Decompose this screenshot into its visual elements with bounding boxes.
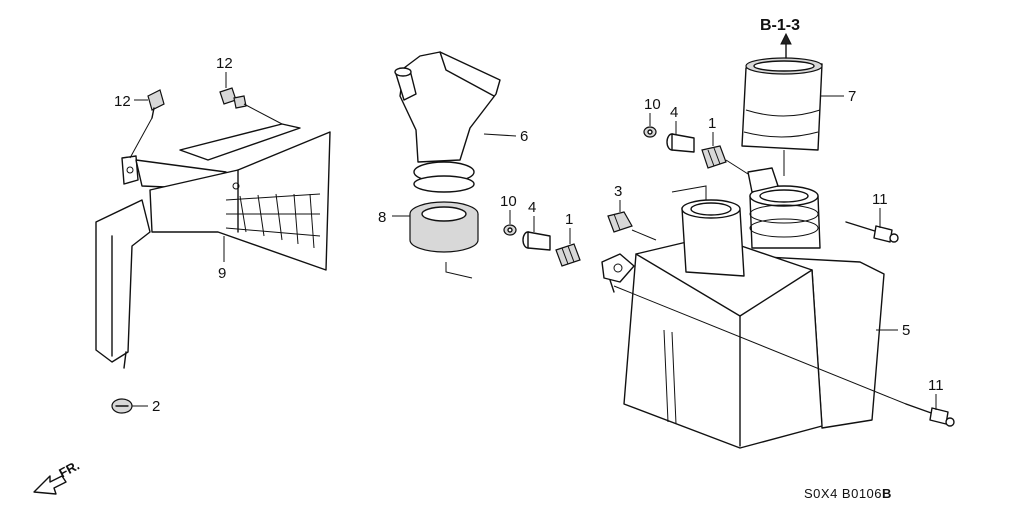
- part-4-collar-lower[interactable]: [522, 231, 551, 251]
- callout-5: 5: [902, 322, 910, 339]
- reference-arrow: [780, 32, 792, 59]
- callout-9: 9: [218, 265, 226, 282]
- leader-grommet-1a: [725, 159, 749, 175]
- callout-11-upper: 11: [872, 191, 888, 208]
- part-2-clip[interactable]: [111, 398, 133, 414]
- callout-8: 8: [378, 209, 386, 226]
- callout-12-right: 12: [216, 55, 233, 72]
- callout-1-lower: 1: [565, 211, 573, 228]
- callout-12-left: 12: [114, 93, 131, 110]
- callout-6: 6: [520, 128, 528, 145]
- part-5-air-cleaner-box[interactable]: [601, 167, 885, 449]
- part-1-grommet-upper[interactable]: [701, 145, 727, 169]
- leader-grommet-3: [631, 229, 657, 241]
- diagram-code-suffix: B: [882, 486, 892, 501]
- part-10-nut-upper[interactable]: [643, 126, 657, 138]
- part-7-cylinder-sleeve[interactable]: [741, 57, 823, 151]
- part-12-bolt-left[interactable]: [147, 89, 165, 119]
- part-6-air-inlet-funnel[interactable]: [394, 51, 501, 193]
- part-4-collar-upper[interactable]: [666, 133, 695, 153]
- callout-7: 7: [848, 88, 856, 105]
- callout-10-upper: 10: [644, 96, 661, 113]
- leader-12b-to-bracket: [243, 103, 283, 125]
- leader-6: [483, 133, 517, 137]
- diagram-code-number: S0X4 B0106: [804, 486, 882, 501]
- diagram-code: S0X4 B0106B: [804, 486, 892, 501]
- callout-2: 2: [152, 398, 160, 415]
- part-9-intake-duct[interactable]: [95, 123, 331, 369]
- callout-4-upper: 4: [670, 104, 678, 121]
- part-1-grommet-lower[interactable]: [555, 243, 581, 267]
- front-direction-arrow: FR.: [33, 458, 82, 495]
- leader-bolt-11b-through-box: [613, 285, 907, 405]
- callout-1-upper: 1: [708, 115, 716, 132]
- callout-4-lower: 4: [528, 199, 536, 216]
- part-11-bolt-upper[interactable]: [845, 221, 899, 243]
- leader-tube-left: [671, 185, 707, 200]
- part-10-nut-lower[interactable]: [503, 224, 517, 236]
- callout-3: 3: [614, 183, 622, 200]
- part-8-seal-ring[interactable]: [409, 201, 479, 279]
- leader-12a-to-bracket: [129, 117, 153, 159]
- part-12-bolt-right[interactable]: [219, 87, 247, 109]
- callout-10-lower: 10: [500, 193, 517, 210]
- part-11-bolt-lower[interactable]: [905, 403, 955, 427]
- callout-11-lower: 11: [928, 377, 944, 394]
- reference-label: B-1-3: [760, 17, 800, 34]
- part-3-grommet[interactable]: [607, 211, 633, 233]
